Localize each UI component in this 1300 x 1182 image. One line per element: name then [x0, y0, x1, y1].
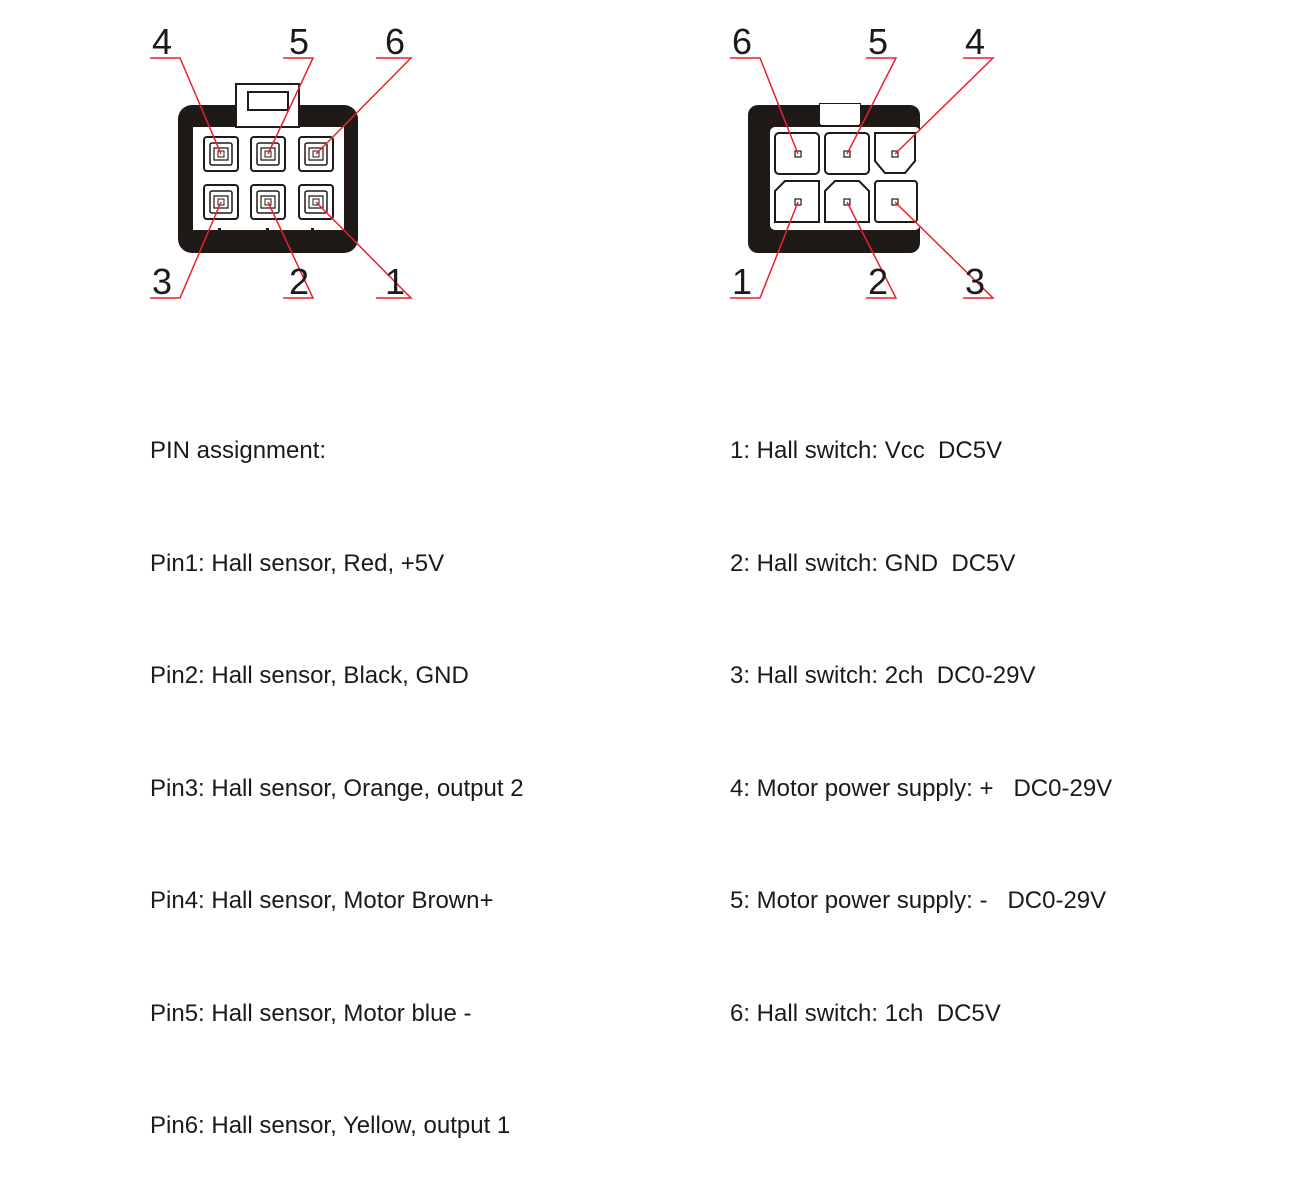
pin-assignment-line: Pin1: Hall sensor, Red, +5V	[150, 549, 445, 577]
hall-switch-pin-list: 1: Hall switch: Vcc DC5V 2: Hall switch:…	[730, 357, 1112, 1070]
right-connector: 6 5 4 1 2 3	[730, 21, 995, 302]
right-bottom-label-2: 2	[868, 261, 888, 302]
hall-switch-line: 3: Hall switch: 2ch DC0-29V	[730, 662, 1036, 689]
hall-switch-line: 6: Hall switch: 1ch DC5V	[730, 999, 1001, 1027]
hall-switch-line: 4: Motor power supply: + DC0-29V	[730, 774, 1113, 802]
left-connector: 4 5 6 3 2 1	[150, 21, 413, 302]
right-top-label-2: 5	[868, 21, 888, 62]
right-leader-lines	[730, 57, 995, 299]
right-top-label-3: 4	[965, 21, 985, 62]
hall-switch-line: 5: Motor power supply: - DC0-29V	[730, 887, 1107, 914]
pin-assignment-line: Pin6: Hall sensor, Yellow, output 1	[150, 1112, 511, 1139]
hall-switch-line: 1: Hall switch: Vcc DC5V	[730, 437, 1003, 464]
right-bottom-label-1: 1	[732, 261, 752, 302]
left-top-label-3: 6	[385, 21, 405, 62]
right-pin-3	[874, 180, 918, 223]
right-bottom-label-3: 3	[965, 261, 985, 302]
pin-assignment-line: Pin3: Hall sensor, Orange, output 2	[150, 774, 524, 802]
hall-switch-line: 2: Hall switch: GND DC5V	[730, 549, 1016, 577]
left-top-label-1: 4	[152, 21, 172, 62]
pin-assignment-heading: PIN assignment:	[150, 437, 327, 464]
right-pin-1	[774, 180, 820, 223]
pin-assignment-line: Pin2: Hall sensor, Black, GND	[150, 662, 469, 689]
left-bottom-label-3: 1	[385, 261, 405, 302]
left-leader-lines	[150, 57, 413, 299]
pin-assignment-list: PIN assignment: Pin1: Hall sensor, Red, …	[150, 357, 524, 1182]
left-top-label-2: 5	[289, 21, 309, 62]
right-top-label-1: 6	[732, 21, 752, 62]
connector-diagram: 4 5 6 3 2 1	[150, 21, 995, 302]
left-bottom-label-2: 2	[289, 261, 309, 302]
pin-assignment-line: Pin4: Hall sensor, Motor Brown+	[150, 887, 494, 914]
right-pin-2	[824, 180, 870, 223]
left-bottom-label-1: 3	[152, 261, 172, 302]
pin-assignment-line: Pin5: Hall sensor, Motor blue -	[150, 999, 472, 1027]
